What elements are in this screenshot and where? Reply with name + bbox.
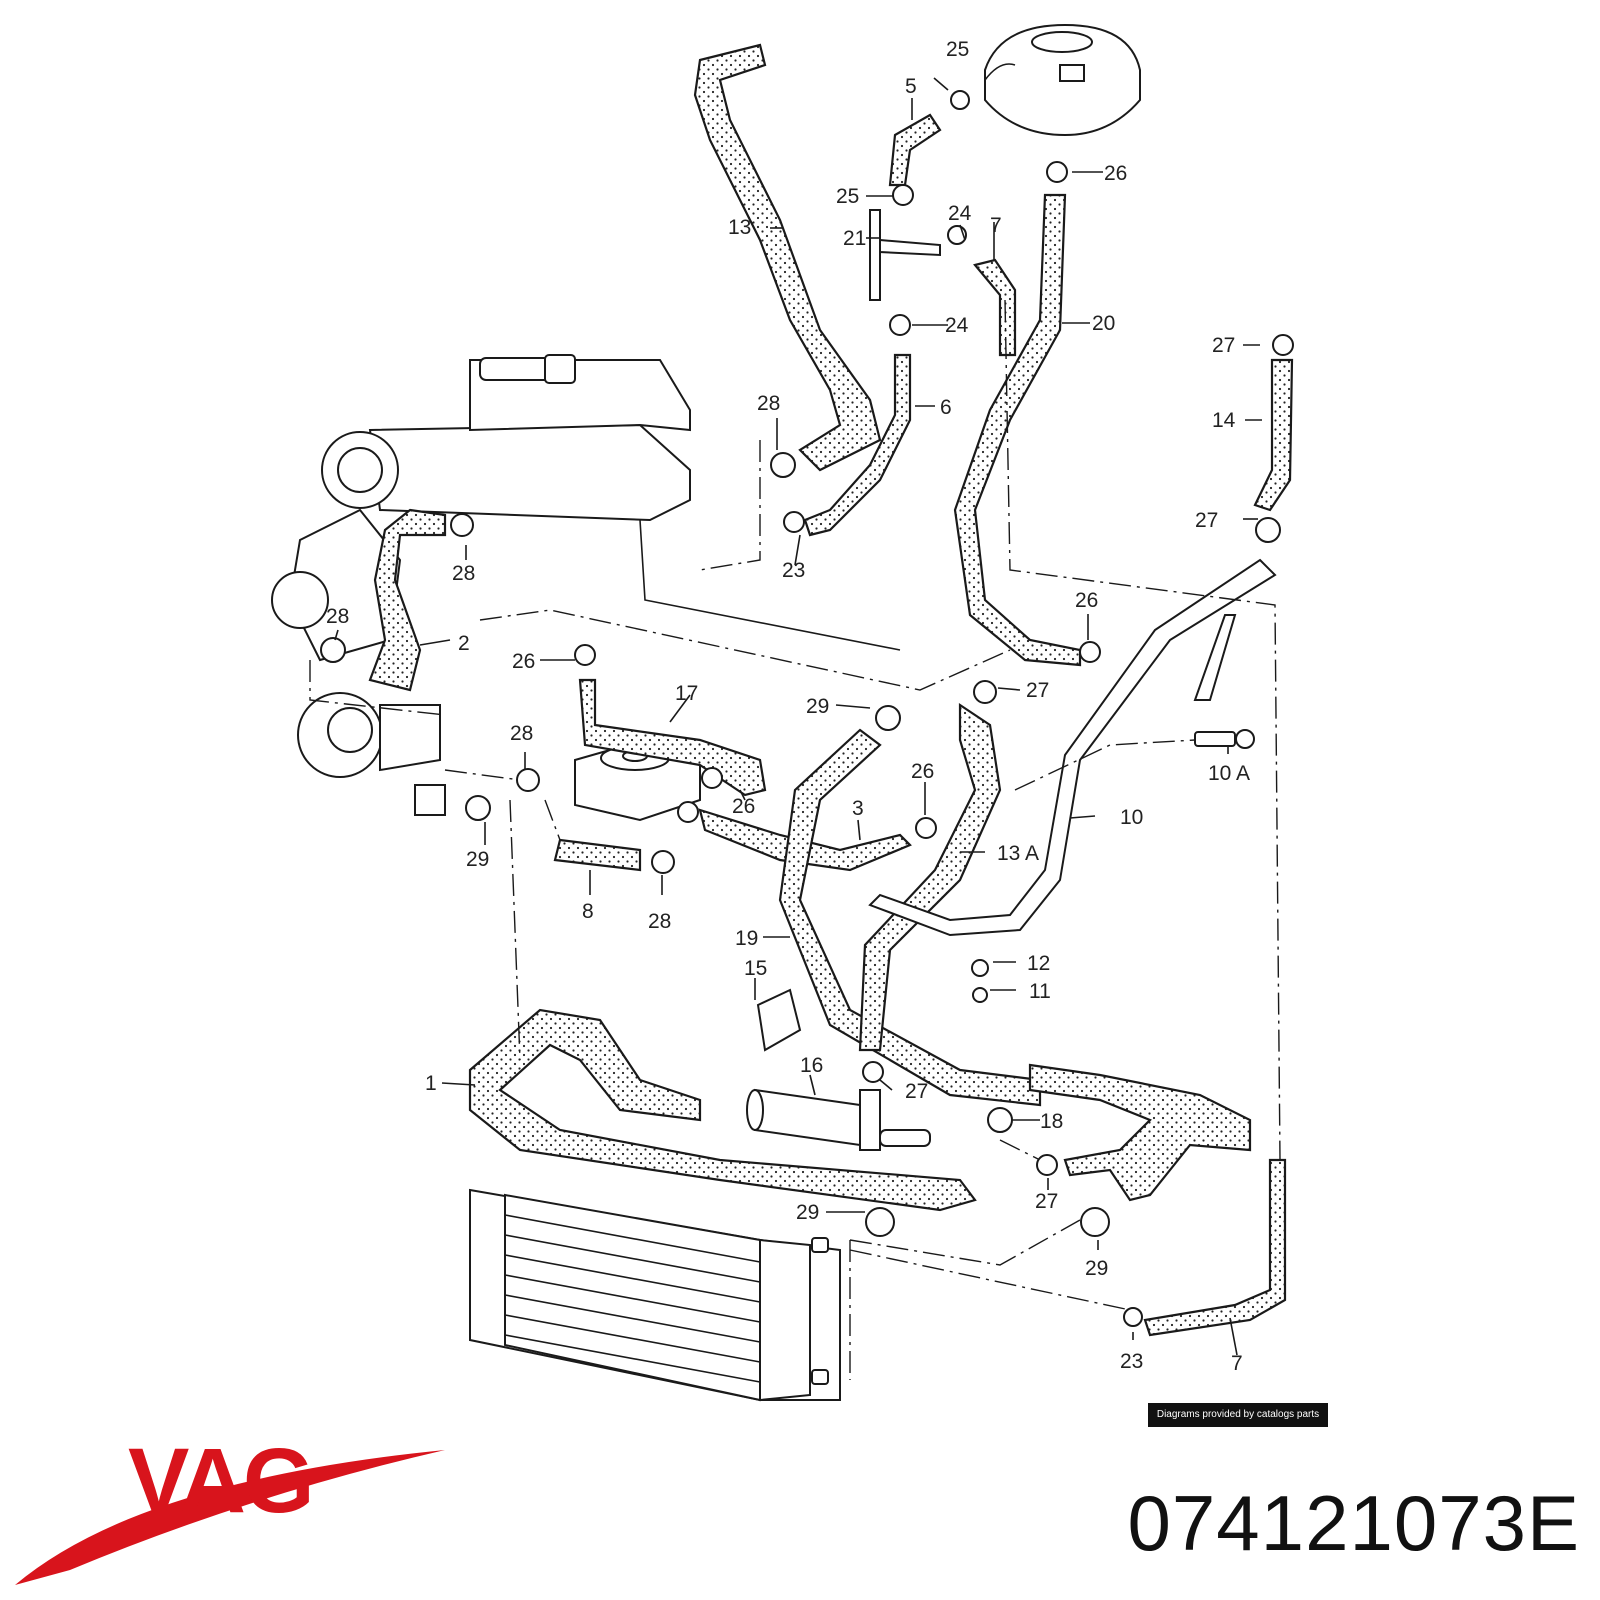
callout-labels: 25 5 26 25 24 7 13 21 24 20 27 6 28 14 2…: [326, 38, 1250, 1375]
callout-29: 29: [466, 848, 489, 871]
callout-28: 28: [510, 722, 533, 745]
callout-18: 18: [1040, 1110, 1063, 1133]
callout-29: 29: [796, 1201, 819, 1224]
callout-13a: 13 A: [997, 842, 1039, 865]
callout-14: 14: [1212, 409, 1236, 432]
callout-28: 28: [326, 605, 349, 628]
callout-24: 24: [948, 202, 972, 225]
callout-17: 17: [675, 682, 698, 705]
callout-26: 26: [1104, 162, 1127, 185]
callout-7: 7: [1231, 1352, 1243, 1375]
callout-25: 25: [836, 185, 859, 208]
callout-26: 26: [911, 760, 934, 783]
callout-26: 26: [732, 795, 755, 818]
auxiliary-pump: [746, 1088, 931, 1151]
callout-8: 8: [582, 900, 594, 923]
hoses: [368, 43, 1294, 1337]
callout-28: 28: [757, 392, 780, 415]
callout-25: 25: [946, 38, 969, 61]
callout-29: 29: [806, 695, 829, 718]
callout-11: 11: [1029, 980, 1051, 1003]
callout-27: 27: [1195, 509, 1218, 532]
water-pump: [297, 692, 446, 816]
radiator: [469, 1188, 841, 1402]
callout-19: 19: [735, 927, 758, 950]
callout-27: 27: [1212, 334, 1235, 357]
callout-27: 27: [1035, 1190, 1058, 1213]
callout-leaders: [334, 77, 1262, 1356]
callout-16: 16: [800, 1054, 823, 1077]
callout-27: 27: [905, 1080, 928, 1103]
callout-13: 13: [728, 216, 751, 239]
expansion-tank: [984, 23, 1141, 137]
callout-24: 24: [945, 314, 969, 337]
callout-2: 2: [458, 632, 470, 655]
callout-15: 15: [744, 957, 767, 980]
callout-5: 5: [905, 75, 917, 98]
callout-1: 1: [425, 1072, 437, 1095]
diagram-credit: Diagrams provided by catalogs parts: [1148, 1403, 1328, 1427]
callout-26: 26: [1075, 589, 1098, 612]
callout-20: 20: [1092, 312, 1115, 335]
callout-3: 3: [852, 797, 864, 820]
hose-clamps: [320, 90, 1294, 1327]
callout-10: 10: [1120, 806, 1143, 829]
callout-28: 28: [648, 910, 671, 933]
callout-29: 29: [1085, 1257, 1108, 1280]
part-number: 074121073E: [1127, 1479, 1580, 1567]
callout-6: 6: [940, 396, 952, 419]
callout-21: 21: [843, 227, 866, 250]
callout-27: 27: [1026, 679, 1049, 702]
callout-26: 26: [512, 650, 535, 673]
callout-23: 23: [1120, 1350, 1143, 1373]
vag-logo: VAG: [15, 1440, 445, 1585]
callout-7: 7: [990, 214, 1002, 237]
engine-block: [271, 354, 901, 662]
svg-text:VAG: VAG: [128, 1440, 312, 1532]
callout-12: 12: [1027, 952, 1050, 975]
connection-lines: [309, 299, 1281, 1380]
callout-23: 23: [782, 559, 805, 582]
callout-28: 28: [452, 562, 475, 585]
coolant-pipe: [868, 558, 1277, 937]
callout-10a: 10 A: [1208, 762, 1250, 785]
